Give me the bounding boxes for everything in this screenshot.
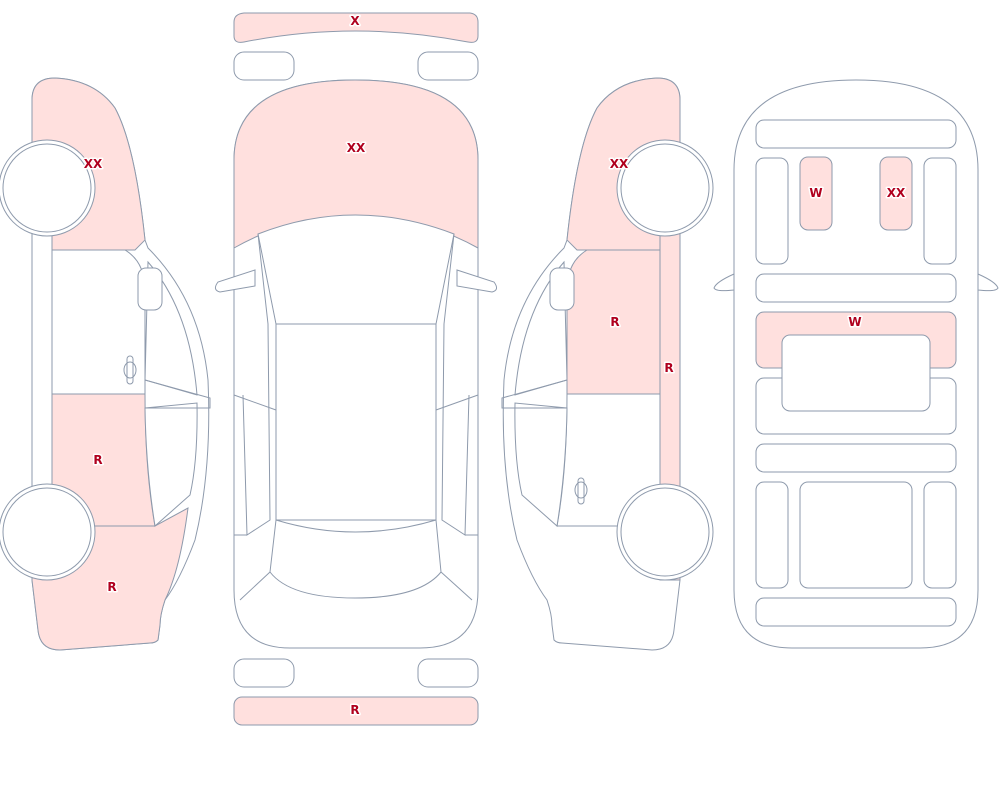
interior-seat-b-panel [879,156,913,231]
interior-right-mirror [977,273,999,292]
rear-trim-panel [755,597,957,627]
right-front-door-mark: R [610,315,619,329]
right-headlight [417,51,479,81]
front-bumper-mark: X [350,14,360,28]
left-mirror [137,267,163,311]
roof [275,323,437,521]
right-front-fender-mark: XX [610,157,629,171]
left-front-wheel [2,143,92,233]
front-bumper-panel [233,12,479,43]
cargo-area [799,481,913,589]
top-left-mirror [214,269,256,293]
windshield [257,214,455,325]
rear-bumper-panel [233,696,479,726]
interior-seat-a-panel [799,156,833,231]
rear-bumper-mark: R [350,703,359,717]
right-front-door-trim [923,157,957,265]
left-door-handle [126,355,134,385]
right-rear-door-trim [923,481,957,589]
left-front-door-trim [755,157,789,265]
left-rear-glass [144,402,198,527]
left-rear-door-mark: R [93,453,102,467]
left-front-fender-mark: XX [84,157,103,171]
top-right-mirror [456,269,498,293]
interior-left-mirror [713,273,735,292]
right-rocker-mark: R [664,361,673,375]
interior-seat-a-mark: W [809,186,822,200]
console-panel [781,334,931,412]
right-rear-wheel [620,487,710,577]
rear-window [269,519,442,599]
right-front-wheel [620,143,710,233]
interior-seat-b-mark: XX [887,186,906,200]
hood-mark: XX [347,141,366,155]
left-rear-door-trim [755,481,789,589]
right-taillight [417,658,479,688]
front-seat-row [755,273,957,303]
interior-view: W XX W [713,79,999,649]
dashboard-panel [755,119,957,149]
left-taillight [233,658,295,688]
right-side-view: XX R R [501,77,714,651]
left-side-view: XX R R [0,77,211,651]
rear-seat-row [755,443,957,473]
left-rear-wheel [2,487,92,577]
left-headlight [233,51,295,81]
interior-row-mark: W [848,315,861,329]
right-rear-glass [514,402,568,527]
right-mirror [549,267,575,311]
left-rear-quarter-mark: R [107,580,116,594]
top-view: X XX R [214,12,498,726]
